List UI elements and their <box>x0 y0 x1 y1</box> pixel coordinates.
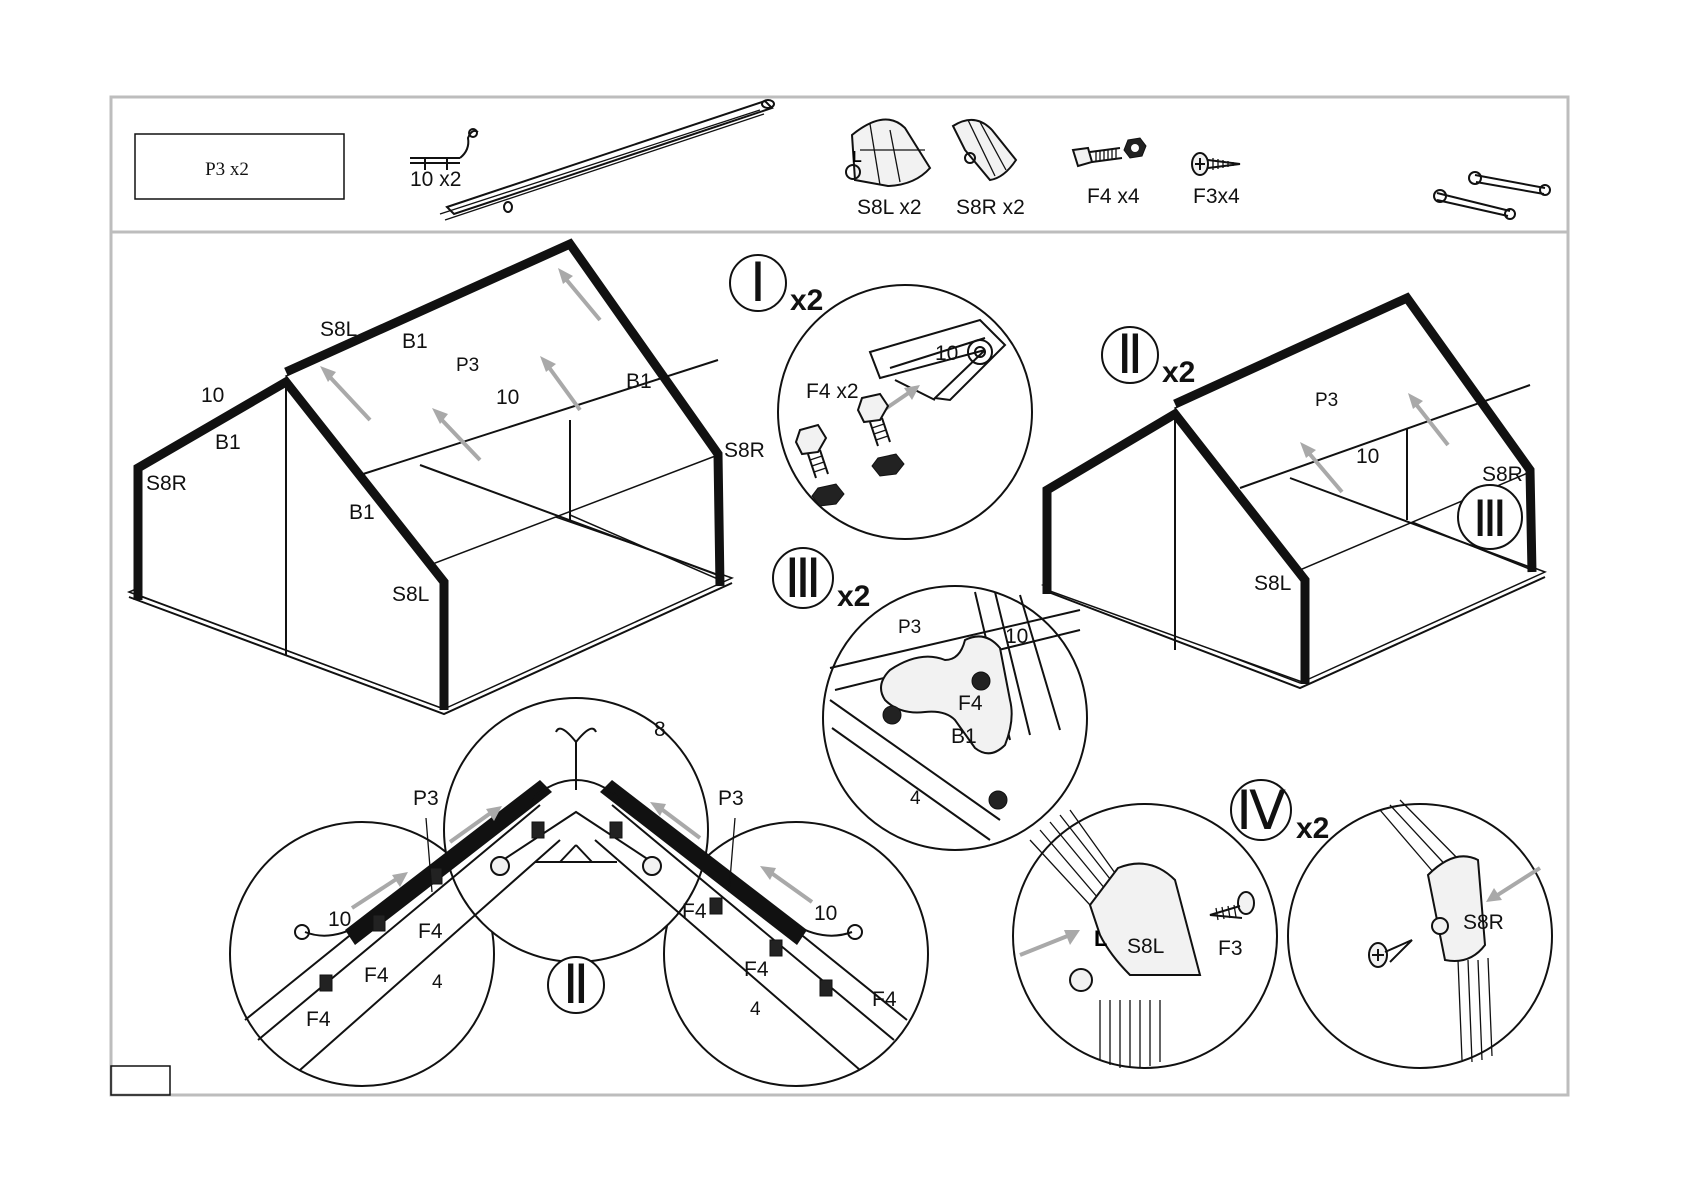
ridge-label-f4-c: F4 <box>306 1008 331 1031</box>
ridge-label-10-right: 10 <box>814 902 837 925</box>
step-3-4: 4 <box>910 788 921 809</box>
ridge-detail: Ⅱ <box>230 698 928 1086</box>
overview-left-s8r-right: S8R <box>724 439 765 462</box>
ridge-label-f4-e: F4 <box>744 958 769 981</box>
step-4-f3: F3 <box>1218 937 1243 960</box>
wrench-icon <box>1434 172 1550 219</box>
step-3-detail-circle <box>823 586 1087 850</box>
overview-right-step3-ref: Ⅲ <box>1473 491 1507 547</box>
overview-left-s8l-top: S8L <box>320 318 357 341</box>
step-4-heading: Ⅳ x2 <box>1231 780 1329 845</box>
overview-left-b1-right: B1 <box>626 370 652 393</box>
connector-rail-icon <box>440 100 774 220</box>
ridge-numeral: Ⅱ <box>563 955 590 1015</box>
ridge-label-f4-b: F4 <box>364 964 389 987</box>
overview-left-10-left: 10 <box>201 384 224 407</box>
screw-part-label: F3x4 <box>1193 185 1240 208</box>
connector-part-label: 10 x2 <box>410 168 461 191</box>
overview-left-10-mid: 10 <box>496 386 519 409</box>
step-4-numeral: Ⅳ <box>1236 781 1286 841</box>
bolt-part-label: F4 x4 <box>1087 185 1140 208</box>
overview-left-b1-left: B1 <box>215 431 241 454</box>
step-4-multiplier: x2 <box>1296 812 1329 845</box>
step-4-s8r: S8R <box>1463 911 1504 934</box>
ridge-label-p3-right: P3 <box>718 787 744 810</box>
step-2-heading: Ⅱ x2 <box>1102 325 1195 389</box>
step-3-b1: B1 <box>951 725 977 748</box>
step-1-heading: Ⅰ x2 <box>730 253 823 317</box>
overview-left-p3: P3 <box>456 355 479 376</box>
step-3-f4: F4 <box>958 692 983 715</box>
ridge-label-4-left: 4 <box>432 972 443 993</box>
ridge-label-8: 8 <box>654 718 666 741</box>
overview-left-b1-front: B1 <box>349 501 375 524</box>
step-1-numeral: Ⅰ <box>750 253 766 313</box>
step-2-multiplier: x2 <box>1162 356 1195 389</box>
ridge-label-4-right: 4 <box>750 999 761 1020</box>
screw-icon <box>1192 153 1240 175</box>
step-3-p3: P3 <box>898 617 921 638</box>
overview-left-b1-top: B1 <box>402 330 428 353</box>
ridge-label-10-left: 10 <box>328 908 351 931</box>
step-3-multiplier: x2 <box>837 580 870 613</box>
svg-text:L: L <box>852 149 862 166</box>
corner-s8r-label: S8R x2 <box>956 196 1025 219</box>
step-3-heading: Ⅲ x2 <box>773 548 870 613</box>
overview-right-p3: P3 <box>1315 390 1338 411</box>
ridge-label-f4-d: F4 <box>682 900 707 923</box>
step-4-s8l: S8L <box>1127 935 1164 958</box>
ridge-label-p3-left: P3 <box>413 787 439 810</box>
step-2-numeral: Ⅱ <box>1117 325 1144 385</box>
corner-s8l-label: S8L x2 <box>857 196 922 219</box>
overview-left-s8l-bottom: S8L <box>392 583 429 606</box>
step-1-multiplier: x2 <box>790 284 823 317</box>
parts-header: P3 x2 10 x2 L S8L x2 S8R x2 <box>135 100 1550 220</box>
bolt-nut-icon <box>1073 138 1146 166</box>
page-number-box <box>111 1066 170 1095</box>
overview-right-s8r: S8R <box>1482 463 1523 486</box>
ridge-label-f4-f: F4 <box>872 988 897 1011</box>
overview-left-s8r-left: S8R <box>146 472 187 495</box>
panel-part-label: P3 x2 <box>205 159 249 180</box>
corner-s8l-icon: L <box>846 119 930 186</box>
connector-profile-icon <box>410 129 478 170</box>
step-1-detail-circle <box>778 285 1032 539</box>
step-1-bolts-label: F4 x2 <box>806 380 859 403</box>
overview-right-10: 10 <box>1356 445 1379 468</box>
step-3-10: 10 <box>1005 625 1028 648</box>
step-1-connector-label: 10 <box>935 342 958 365</box>
step-3-numeral: Ⅲ <box>784 549 821 609</box>
overview-right-s8l: S8L <box>1254 572 1291 595</box>
overview-left-illustration <box>129 244 732 714</box>
ridge-label-f4-a: F4 <box>418 920 443 943</box>
svg-text:L: L <box>1094 926 1107 951</box>
corner-s8r-icon <box>953 120 1016 180</box>
